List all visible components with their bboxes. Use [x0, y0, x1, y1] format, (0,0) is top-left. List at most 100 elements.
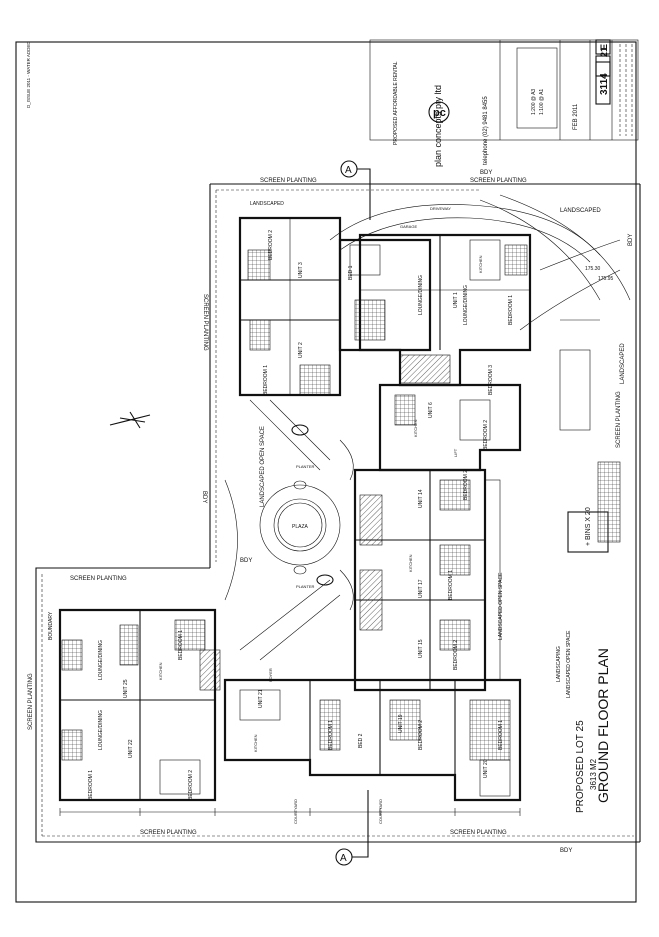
room-bed-2-a: BED 2 — [358, 733, 364, 748]
unit-label-19: UNIT 19 — [398, 714, 404, 733]
room-lounge-dining-d: LOUNGE/DINING — [98, 710, 104, 750]
unit-label-14: UNIT 14 — [418, 489, 424, 508]
courtyard-label-1: COURTYARD — [378, 799, 383, 824]
scale-a3: 1:200 @ A3 — [531, 89, 537, 115]
room-bedroom-2-f: BEDROOM 2 — [188, 770, 194, 800]
unit-label-25: UNIT 25 — [123, 679, 129, 698]
room-bedroom-2-d: BEDROOM 2 — [453, 640, 459, 670]
planter-label-2: PLANTER — [296, 584, 315, 589]
room-kitchen-e: KITCHEN — [158, 662, 163, 680]
svg-text:A: A — [340, 853, 347, 864]
bdy-label-bottom: BDY — [560, 848, 572, 854]
landscaped-label-right: LANDSCAPED — [620, 343, 626, 384]
svg-text:175.95: 175.95 — [598, 276, 614, 282]
room-bedroom-1-g: BEDROOM 1 — [88, 770, 94, 800]
svg-text:D_ISSUE 2011 - WATER ADDED: D_ISSUE 2011 - WATER ADDED — [26, 41, 31, 108]
unit-label-22: UNIT 22 — [128, 739, 134, 758]
revision-note: D_ISSUE 2011 - WATER ADDED — [26, 41, 31, 108]
site-boundary — [35, 183, 641, 843]
room-bedroom-1-a: BEDROOM 1 — [263, 365, 269, 395]
landscaping-label: LANDSCAPING — [556, 646, 562, 682]
building-bottom-block — [58, 608, 522, 802]
room-lift: LIFT — [453, 448, 458, 457]
north-arrow-icon — [109, 411, 151, 429]
lot-label: PROPOSED LOT 25 — [575, 720, 586, 813]
sheet-border — [15, 41, 637, 903]
unit-label-21: UNIT 21 — [258, 689, 264, 708]
svg-text:A: A — [345, 165, 352, 176]
unit-label-1: UNIT 1 — [453, 292, 459, 308]
screen-planting-label-bottom-left: SCREEN PLANTING — [28, 673, 34, 730]
plaza-label: PLAZA — [292, 524, 309, 530]
room-bedroom-1-b: BEDROOM 1 — [508, 295, 514, 325]
dimension-lines — [59, 808, 521, 816]
unit-label-20: UNIT 20 — [483, 759, 489, 778]
bins-label: + BINS X 20 — [585, 507, 592, 546]
room-labels: BEDROOM 2 BEDROOM 1 BED 1 LOUNGE/DINING … — [88, 230, 514, 800]
section-marker-bottom: A — [335, 790, 369, 866]
room-bed-1-a: BED 1 — [348, 265, 354, 280]
room-lounge-dining-b: LOUNGE/DINING — [463, 285, 469, 325]
room-bedroom-1-c: BEDROOM 1 — [448, 570, 454, 600]
landscaped-open-space-label-right: LANDSCAPED OPEN SPACE — [566, 630, 572, 698]
landscaped-open-space-label: LANDSCAPED OPEN SPACE — [260, 426, 266, 507]
courtyard-label-2: COURTYARD — [293, 799, 298, 824]
room-lounge-dining-a: LOUNGE/DINING — [418, 275, 424, 315]
room-kitchen-b: KITCHEN — [413, 419, 418, 437]
landscaped-open-space-label-inner: LANDSCAPED OPEN SPACE — [498, 572, 504, 640]
screen-planting-label-right: SCREEN PLANTING — [616, 391, 622, 448]
screen-planting-label-bottom: SCREEN PLANTING — [140, 830, 197, 836]
project-name: PROPOSED AFFORDABLE RENTAL — [393, 61, 399, 145]
drawing-number: 3114 — [599, 73, 610, 95]
bdy-label-left: BDY — [201, 491, 207, 503]
bdy-label-mid: BDY — [240, 558, 252, 564]
bdy-label-right: BDY — [628, 234, 634, 246]
svg-text:175.30: 175.30 — [585, 266, 601, 272]
company-name: plan concepts pty ltd — [433, 85, 443, 167]
drawing-title: GROUND FLOOR PLAN — [595, 648, 611, 803]
room-bedroom-3-a: BEDROOM 3 — [488, 365, 494, 395]
title-block: plan concepts pty ltd pc telephone (02) … — [369, 39, 639, 167]
building-top-block — [238, 216, 532, 397]
drawing-date: FEB 2011 — [573, 103, 579, 130]
landscaped-label-top-left: LANDSCAPED — [250, 201, 284, 207]
room-bedroom-1-e: BEDROOM 1 — [328, 720, 334, 750]
screen-planting-label-top: SCREEN PLANTING — [260, 178, 317, 184]
unit-label-17: UNIT 17 — [418, 579, 424, 598]
screen-planting-label-bottom-right: SCREEN PLANTING — [450, 830, 507, 836]
bin-enclosure: + BINS X 20 — [559, 349, 621, 553]
unit-label-3: UNIT 3 — [298, 262, 304, 278]
svg-text:GROUND FLOOR PLAN: GROUND FLOOR PLAN — [595, 648, 611, 803]
svg-text:PROPOSED LOT 25: PROPOSED LOT 25 — [575, 720, 586, 813]
section-marker-top: A — [340, 160, 371, 220]
company-logo-icon — [428, 101, 450, 123]
boundary-label: BOUNDARY — [48, 611, 54, 640]
scale-a1: 1:100 @ A1 — [539, 89, 545, 115]
room-foyer: FOYER — [268, 668, 273, 682]
unit-label-2: UNIT 2 — [298, 342, 304, 358]
room-bedroom-1-f: BEDROOM 1 — [178, 630, 184, 660]
landscaped-label-top: LANDSCAPED — [560, 208, 601, 214]
area-label: 3613 M2 — [589, 758, 598, 790]
building-middle-block — [353, 383, 522, 692]
svg-text:3613 M2: 3613 M2 — [589, 758, 598, 790]
screen-planting-label-top-right: SCREEN PLANTING — [470, 178, 527, 184]
unit-label-15: UNIT 15 — [418, 639, 424, 658]
unit-labels: UNIT 3 UNIT 2 UNIT 1 UNIT 6 UNIT 14 UNIT… — [123, 262, 489, 778]
room-bedroom-2-c: BEDROOM 2 — [463, 470, 469, 500]
room-bedroom-2-e: BEDROOM 2 — [418, 720, 424, 750]
room-lounge-dining-c: LOUNGE/DINING — [98, 640, 104, 680]
screen-planting-label-left: SCREEN PLANTING — [202, 294, 208, 351]
planter-label-1: PLANTER — [296, 464, 315, 469]
driveway-label: DRIVEWAY — [430, 206, 451, 211]
screen-planting-label-mid: SCREEN PLANTING — [70, 576, 127, 582]
central-plaza: PLAZA PLANTER PLANTER — [224, 399, 354, 661]
room-bedroom-2-b: BEDROOM 2 — [483, 420, 489, 450]
unit-label-6: UNIT 6 — [428, 402, 434, 418]
room-bedroom-2-a: BEDROOM 2 — [268, 230, 274, 260]
bdy-label-top: BDY — [480, 170, 492, 176]
driveway: 175.30 175.95 — [329, 194, 631, 331]
revision-letter: E — [599, 44, 609, 50]
garage-label: GARAGE — [400, 224, 417, 229]
